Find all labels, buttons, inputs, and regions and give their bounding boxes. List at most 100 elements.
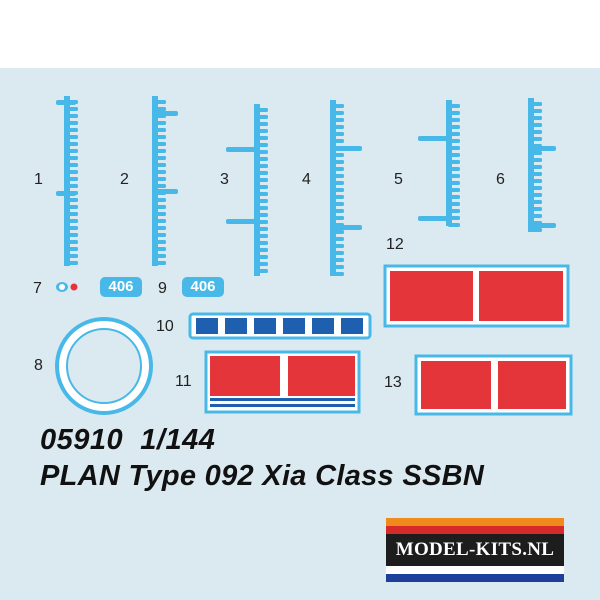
ladder-rung: [256, 255, 268, 259]
ladder-rung: [66, 191, 78, 195]
red-panel-decal-12: [383, 264, 570, 328]
ladder-rung: [256, 262, 268, 266]
part-number-7: 7: [33, 280, 42, 297]
blue-square: [312, 318, 334, 334]
ladder-rung: [66, 121, 78, 125]
ladder-rung: [256, 157, 268, 161]
ladder-rung: [256, 213, 268, 217]
blue-square: [283, 318, 305, 334]
ladder-rung: [66, 212, 78, 216]
ladder-rung: [448, 104, 460, 108]
kit-scale: 1/144: [140, 424, 216, 456]
ladder-rung: [154, 254, 166, 258]
ladder-rung: [332, 258, 344, 262]
ladder-rung: [448, 188, 460, 192]
ladder-rung: [448, 209, 460, 213]
square-strip-decal-10: [188, 312, 372, 340]
ladder-rung: [154, 240, 166, 244]
logo-stripe-blue: [386, 574, 564, 582]
ladder-rung: [332, 265, 344, 269]
blue-square: [225, 318, 247, 334]
ladder-rung: [448, 167, 460, 171]
ladder-rung: [66, 240, 78, 244]
ladder-rung: [448, 153, 460, 157]
part-number-12: 12: [386, 236, 404, 253]
ladder-rung: [66, 170, 78, 174]
ladder-rung: [332, 181, 344, 185]
ladder-rung: [66, 107, 78, 111]
ladder-rungs: [66, 100, 542, 276]
ladder-rung: [154, 156, 166, 160]
ladder-rung: [530, 116, 542, 120]
ladder-rung: [154, 198, 166, 202]
ladder-rung: [66, 177, 78, 181]
ladder-rung: [256, 115, 268, 119]
ladder-rung: [332, 111, 344, 115]
ladder-rung: [256, 178, 268, 182]
ladder-rung: [66, 233, 78, 237]
ladder-rung: [530, 158, 542, 162]
ladder-rung: [154, 233, 166, 237]
blue-square: [254, 318, 276, 334]
ladder-rung: [66, 135, 78, 139]
ladder-rung: [66, 142, 78, 146]
ladder-rung: [530, 165, 542, 169]
ladder-rung: [256, 234, 268, 238]
ladder-decal-3: [226, 104, 260, 276]
ladder-rung: [332, 118, 344, 122]
ladder-rung: [154, 135, 166, 139]
ladder-rung: [154, 212, 166, 216]
ladder-rung: [256, 108, 268, 112]
ring-decal-8-inner: [66, 328, 142, 404]
hull-number-decal-406-a: 406: [100, 277, 142, 297]
circle-decal-7: [56, 282, 78, 292]
kit-code: 05910: [40, 424, 124, 456]
ladder-rung: [256, 129, 268, 133]
ladder-rung: [332, 202, 344, 206]
part-number-8: 8: [34, 357, 43, 374]
part-number-6: 6: [496, 171, 505, 188]
kit-code-and-scale: 05910 1/144: [40, 424, 215, 457]
ladder-rung: [154, 170, 166, 174]
ladder-rung: [332, 160, 344, 164]
ladder-rung: [154, 100, 166, 104]
blue-square: [341, 318, 363, 334]
ladder-rung: [154, 149, 166, 153]
ladder-rung: [332, 188, 344, 192]
ladder-rung: [530, 193, 542, 197]
blue-square: [196, 318, 218, 334]
ladder-rung: [332, 104, 344, 108]
logo-stripe-orange: [386, 518, 564, 526]
ladder-rung: [66, 198, 78, 202]
part-number-2: 2: [120, 171, 129, 188]
ladder-rung: [66, 254, 78, 258]
part-number-1: 1: [34, 171, 43, 188]
ladder-rung: [256, 220, 268, 224]
watermark-logo: MODEL-KITS.NL: [386, 518, 564, 582]
ladder-rung: [448, 174, 460, 178]
ladder-decal-5: [418, 100, 452, 226]
ladder-rung: [530, 109, 542, 113]
ladder-rung: [154, 261, 166, 265]
ladder-rung: [154, 177, 166, 181]
ladder-rung: [332, 272, 344, 276]
ladder-rung: [332, 153, 344, 157]
ladder-rung: [448, 216, 460, 220]
ladder-rung: [66, 219, 78, 223]
ladder-rung: [530, 186, 542, 190]
ladder-rung: [154, 247, 166, 251]
ladder-rung: [448, 132, 460, 136]
ladder-rung: [448, 181, 460, 185]
ladder-rung: [332, 132, 344, 136]
ladder-rung: [530, 200, 542, 204]
red-panel-decal-11: [204, 350, 361, 414]
ladder-rung: [332, 237, 344, 241]
ladder-rung: [256, 122, 268, 126]
ladder-rung: [530, 144, 542, 148]
ladder-rung: [332, 244, 344, 248]
ladder-rung: [448, 111, 460, 115]
ladder-rung: [332, 209, 344, 213]
ladder-rung: [256, 192, 268, 196]
ladder-rung: [256, 241, 268, 245]
part-number-5: 5: [394, 171, 403, 188]
